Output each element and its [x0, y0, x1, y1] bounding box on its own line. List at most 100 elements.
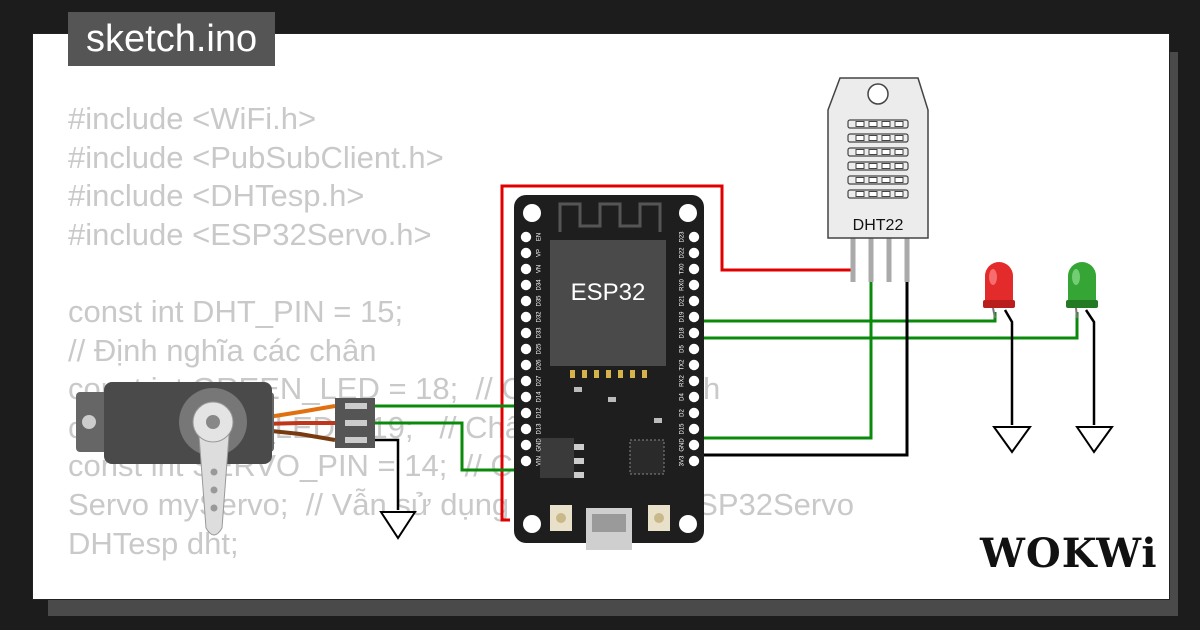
pin-d5[interactable]: [688, 343, 700, 355]
pin-d35[interactable]: [520, 295, 532, 307]
pin-label: TX2: [680, 359, 686, 371]
code-line: Servo myServo; // Vẫn sử dụng thư viện t…: [68, 486, 854, 522]
pin-label: RX0: [680, 279, 686, 291]
dht-grille-slot: [847, 175, 909, 185]
pin-label: D27: [537, 375, 543, 387]
pin-d32[interactable]: [520, 311, 532, 323]
pin-label: D2: [680, 409, 686, 417]
pin-d2[interactable]: [688, 407, 700, 419]
code-line: DHTesp dht;: [68, 525, 239, 561]
dht-grille-hole: [855, 177, 865, 183]
pin-gnd[interactable]: [688, 439, 700, 451]
pin-label: VN: [537, 265, 543, 273]
dht-grille-slot: [847, 147, 909, 157]
dht-grille-slot: [847, 189, 909, 199]
pin-label: D21: [680, 295, 686, 307]
pin-label: D19: [680, 311, 686, 323]
dht-grille-hole: [894, 191, 904, 197]
dht-grille-hole: [881, 121, 891, 127]
pin-rx2[interactable]: [688, 375, 700, 387]
pin-d14[interactable]: [520, 391, 532, 403]
pin-label: D14: [537, 391, 543, 403]
ground-symbol: [992, 426, 1032, 454]
pin-d21[interactable]: [688, 295, 700, 307]
dht-grille-hole: [894, 149, 904, 155]
pin-label: D25: [537, 343, 543, 355]
dht-grille-hole: [881, 163, 891, 169]
ground-symbol: [1075, 426, 1114, 454]
dht-grille-hole: [855, 149, 865, 155]
pin-label: 3V3: [680, 455, 686, 466]
pin-label: EN: [537, 233, 543, 241]
dht-grille-hole: [868, 163, 878, 169]
wire-d18-green-led: [693, 312, 1079, 340]
pin-label: TX0: [680, 263, 686, 275]
dht-grille-hole: [855, 191, 865, 197]
pin-d34[interactable]: [520, 279, 532, 291]
pin-d4[interactable]: [688, 391, 700, 403]
dht-grille-hole: [868, 149, 878, 155]
pin-tx2[interactable]: [688, 359, 700, 371]
dht-grille-hole: [894, 121, 904, 127]
dht-grille-hole: [868, 191, 878, 197]
wire-gnd-dht: [693, 282, 909, 457]
dht-grille-hole: [868, 135, 878, 141]
pin-label: VP: [537, 249, 543, 257]
dht-grille-hole: [881, 149, 891, 155]
pin-label: D18: [680, 327, 686, 339]
pin-label: D22: [680, 247, 686, 259]
pin-d15[interactable]: [688, 423, 700, 435]
pin-d19[interactable]: [688, 311, 700, 323]
pin-label: VIN: [537, 456, 543, 466]
dht-grille-slot: [847, 161, 909, 171]
dht-grille-slot: [847, 133, 909, 143]
pin-vp[interactable]: [520, 247, 532, 259]
dht-grille-hole: [894, 177, 904, 183]
wire-red-led-gnd: [1003, 309, 1014, 425]
pin-d22[interactable]: [688, 247, 700, 259]
pin-rx0[interactable]: [688, 279, 700, 291]
wire-green-led-gnd: [1084, 309, 1096, 425]
pin-label: D4: [680, 393, 686, 401]
pin-label: GND: [537, 438, 543, 452]
pin-en[interactable]: [520, 231, 532, 243]
pin-label: GND: [680, 438, 686, 452]
wire-d15-dht: [693, 282, 873, 440]
code-line: // Định nghĩa các chân: [68, 332, 377, 368]
dht-grille-hole: [881, 191, 891, 197]
code-line: #include <DHTesp.h>: [68, 178, 365, 214]
pin-vn[interactable]: [520, 263, 532, 275]
pin-vin[interactable]: [520, 455, 532, 467]
pin-d26[interactable]: [520, 359, 532, 371]
esp32-board: ESP32 ENVPVND34D35D32D33D25D26D27D14D12D…: [514, 195, 704, 550]
pin-label: D5: [680, 345, 686, 353]
pin-label: RX2: [680, 375, 686, 387]
dht-grille-hole: [855, 163, 865, 169]
pin-label: D33: [537, 327, 543, 339]
file-title-tab[interactable]: sketch.ino: [68, 12, 276, 66]
pin-gnd[interactable]: [520, 439, 532, 451]
pin-d27[interactable]: [520, 375, 532, 387]
dht-grille-hole: [855, 121, 865, 127]
pin-label: D13: [537, 423, 543, 435]
pin-3v3[interactable]: [688, 455, 700, 467]
pin-d23[interactable]: [688, 231, 700, 243]
pin-d13[interactable]: [520, 423, 532, 435]
dht22-sensor: DHT22: [827, 77, 929, 282]
pin-d18[interactable]: [688, 327, 700, 339]
pin-d25[interactable]: [520, 343, 532, 355]
red-led: [983, 262, 1015, 319]
dht-grille-slot: [847, 119, 909, 129]
pin-label: D26: [537, 359, 543, 371]
dht-grille-hole: [894, 135, 904, 141]
wire-servo-vin: [375, 421, 526, 472]
sensor-label: DHT22: [853, 217, 904, 234]
code-line: #include <WiFi.h>: [68, 101, 317, 136]
pin-label: D35: [537, 295, 543, 307]
pin-label: D15: [680, 423, 686, 435]
pin-tx0[interactable]: [688, 263, 700, 275]
pin-d12[interactable]: [520, 407, 532, 419]
pin-d33[interactable]: [520, 327, 532, 339]
pin-label: D23: [680, 231, 686, 243]
